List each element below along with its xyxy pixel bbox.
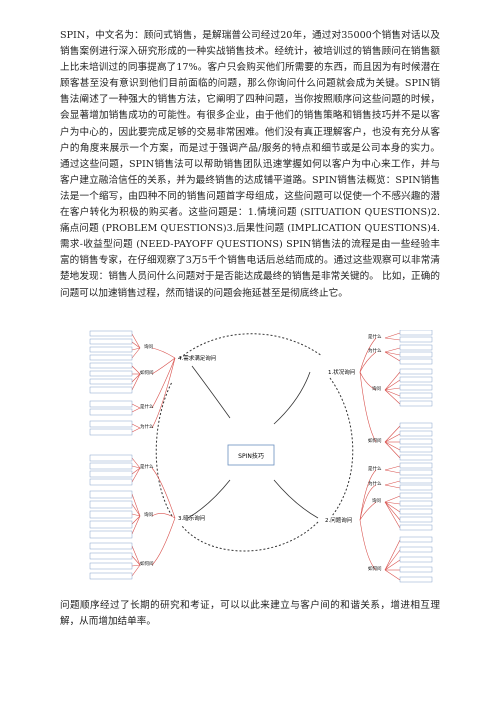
branch-2-why: 为什么 — [368, 480, 382, 487]
branch-4-how: 如何问 — [140, 369, 154, 376]
node-1-label: 1.状况询问 — [328, 368, 355, 376]
branch-2-what: 是什么 — [368, 465, 382, 472]
branch-3-how: 如何问 — [140, 560, 154, 567]
branch-1-why: 为什么 — [368, 347, 382, 354]
mindmap-svg: SPIN技巧 1.状况询问 2.问题询问 3.暗示询问 4.需求满足询问 是什么… — [89, 329, 433, 583]
center-node-box — [227, 444, 275, 466]
spin-mindmap: SPIN技巧 1.状况询问 2.问题询问 3.暗示询问 4.需求满足询问 是什么… — [60, 329, 436, 588]
dotted-arc-left — [155, 381, 173, 517]
branch-2-leaf-boxes — [399, 462, 433, 583]
branch-2-how: 如何问 — [368, 565, 382, 572]
branch-4-what: 是什么 — [140, 403, 154, 410]
node-4-label: 4.需求满足询问 — [178, 354, 216, 362]
dotted-arc-bottom — [181, 521, 319, 552]
branch-group-3 — [131, 457, 176, 577]
dotted-arc-right — [329, 377, 354, 517]
branch-4-why: 为什么 — [140, 423, 154, 430]
dotted-arc-top — [179, 333, 323, 359]
branch-4-leaf-boxes — [89, 330, 133, 436]
node-3-label: 3.暗示询问 — [178, 514, 205, 522]
branch-group-2 — [359, 465, 401, 581]
branch-1-content: 询问 — [372, 385, 381, 392]
branch-group-1 — [359, 332, 401, 459]
intro-paragraph: SPIN，中文名为：顾问式销售，是解瑞普公司经过20年，通过对35000个销售对… — [60, 30, 440, 299]
branch-3-leaf-boxes — [89, 454, 133, 580]
branch-2-content: 询问 — [372, 497, 381, 504]
connector-n3 — [187, 479, 231, 519]
connector-n1 — [273, 371, 311, 425]
branch-3-content: 询问 — [144, 511, 153, 518]
branch-1-leaf-boxes — [399, 329, 433, 461]
branch-4-content: 询问 — [144, 343, 153, 350]
connector-n2 — [273, 479, 319, 519]
branch-3-what: 是什么 — [140, 463, 154, 470]
branch-1-what: 是什么 — [368, 333, 382, 340]
branch-group-4 — [131, 333, 176, 433]
branch-1-how: 如何问 — [368, 437, 382, 444]
closing-paragraph: 问题顺序经过了长期的研究和考证，可以以此来建立与客户间的和谐关系，增进相互理解，… — [60, 600, 440, 628]
node-2-label: 2.问题询问 — [325, 516, 352, 524]
center-node-label: SPIN技巧 — [238, 452, 264, 460]
connector-n4 — [191, 365, 231, 419]
